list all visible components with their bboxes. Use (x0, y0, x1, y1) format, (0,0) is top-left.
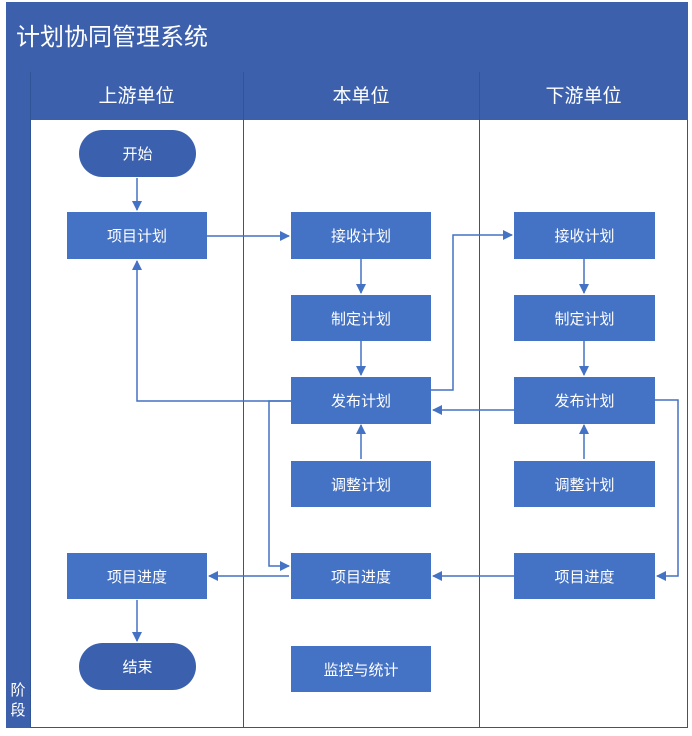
connector-publish-own-to-receive-down (431, 230, 513, 391)
project-plan-node: 项目计划 (67, 212, 207, 259)
lane-divider (243, 72, 244, 728)
publish-plan-own-node: 发布计划 (291, 377, 431, 424)
receive-plan-own-node: 接收计划 (291, 212, 431, 259)
lane-header-upstream: 上游单位 (30, 72, 243, 120)
lane-header-downstream: 下游单位 (479, 72, 688, 120)
project-progress-downstream-node: 项目进度 (514, 553, 655, 599)
adjust-plan-downstream-node: 调整计划 (514, 461, 655, 507)
lane-divider (479, 72, 480, 728)
end-terminal: 结束 (79, 643, 196, 690)
lane-divider (30, 72, 31, 728)
phase-column (6, 72, 30, 728)
start-terminal: 开始 (79, 130, 196, 177)
project-progress-own-node: 项目进度 (291, 553, 431, 599)
connector-publish-down-to-progress-down (655, 399, 679, 581)
project-progress-upstream-node: 项目进度 (67, 553, 207, 599)
connector-publish-own-to-project-plan (132, 260, 291, 402)
receive-plan-downstream-node: 接收计划 (514, 212, 655, 259)
lane-header-own: 本单位 (243, 72, 479, 120)
phase-label: 阶段 (10, 681, 26, 719)
adjust-plan-own-node: 调整计划 (291, 461, 431, 507)
make-plan-own-node: 制定计划 (291, 295, 431, 341)
diagram-title: 计划协同管理系统 (6, 2, 688, 72)
monitor-stats-node: 监控与统计 (291, 646, 431, 692)
publish-plan-downstream-node: 发布计划 (514, 377, 655, 424)
make-plan-downstream-node: 制定计划 (514, 295, 655, 341)
connector-publish-own-to-progress-own (268, 400, 291, 571)
